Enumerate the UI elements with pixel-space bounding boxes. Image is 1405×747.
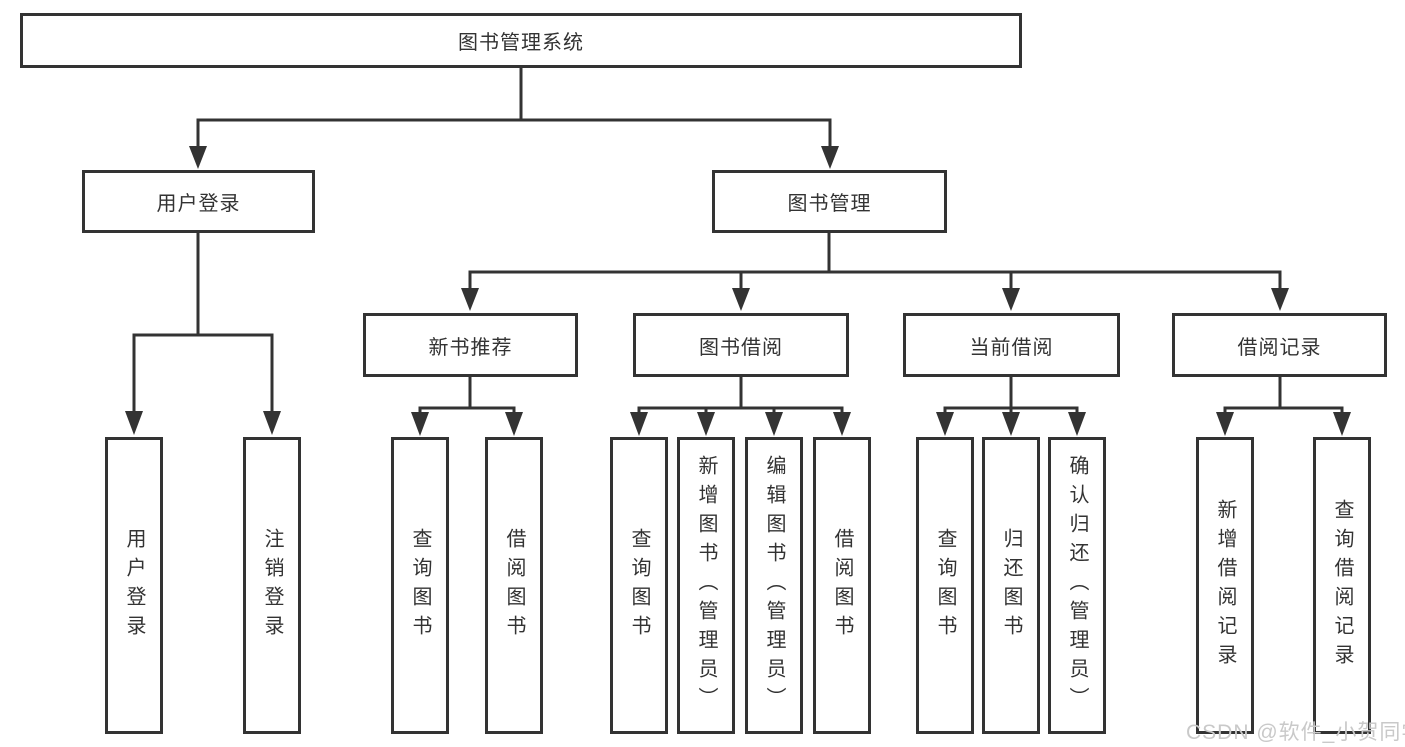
leaf-label: 编辑图书（管理员） — [763, 455, 785, 716]
leaf-label: 借阅图书 — [503, 527, 525, 644]
node-book-borrow: 图书借阅 — [633, 313, 849, 377]
leaf-label: 用户登录 — [123, 527, 145, 644]
node-root-library-system: 图书管理系统 — [20, 13, 1022, 68]
leaf-label: 查询图书 — [628, 527, 650, 644]
node-label: 图书管理 — [787, 193, 872, 215]
leaf-query-books-1: 查询图书 — [391, 437, 449, 734]
leaf-label: 确认归还（管理员） — [1066, 455, 1088, 716]
node-label: 图书管理系统 — [458, 32, 584, 54]
leaf-query-books-2: 查询图书 — [610, 437, 668, 734]
leaf-add-borrow-record: 新增借阅记录 — [1196, 437, 1254, 734]
node-label: 借阅记录 — [1237, 336, 1322, 359]
node-label: 用户登录 — [156, 193, 241, 215]
leaf-edit-books-admin: 编辑图书（管理员） — [745, 437, 803, 734]
leaf-label: 新增借阅记录 — [1214, 498, 1236, 673]
leaf-add-books-admin: 新增图书（管理员） — [677, 437, 735, 734]
node-label: 新书推荐 — [428, 336, 513, 359]
node-book-management-branch: 图书管理 — [712, 170, 947, 233]
node-borrow-records: 借阅记录 — [1172, 313, 1387, 377]
node-label: 图书借阅 — [699, 336, 783, 359]
leaf-label: 查询图书 — [409, 527, 431, 644]
leaf-label: 查询图书 — [934, 527, 956, 644]
leaf-label: 查询借阅记录 — [1331, 498, 1353, 673]
leaf-borrow-books-2: 借阅图书 — [813, 437, 871, 734]
leaf-label: 借阅图书 — [831, 527, 853, 644]
leaf-user-login: 用户登录 — [105, 437, 163, 734]
leaf-return-books: 归还图书 — [982, 437, 1040, 734]
leaf-logout: 注销登录 — [243, 437, 301, 734]
leaf-label: 归还图书 — [1000, 527, 1022, 644]
leaf-borrow-books-1: 借阅图书 — [485, 437, 543, 734]
leaf-label: 新增图书（管理员） — [695, 455, 717, 716]
node-user-login-branch: 用户登录 — [82, 170, 315, 233]
leaf-confirm-return-admin: 确认归还（管理员） — [1048, 437, 1106, 734]
node-label: 当前借阅 — [969, 336, 1054, 359]
csdn-watermark: CSDN @软件_小贺同学 — [1186, 721, 1405, 744]
leaf-query-books-3: 查询图书 — [916, 437, 974, 734]
node-current-borrow: 当前借阅 — [903, 313, 1120, 377]
leaf-label: 注销登录 — [261, 527, 283, 644]
node-new-book-recommend: 新书推荐 — [363, 313, 578, 377]
leaf-query-borrow-record: 查询借阅记录 — [1313, 437, 1371, 734]
